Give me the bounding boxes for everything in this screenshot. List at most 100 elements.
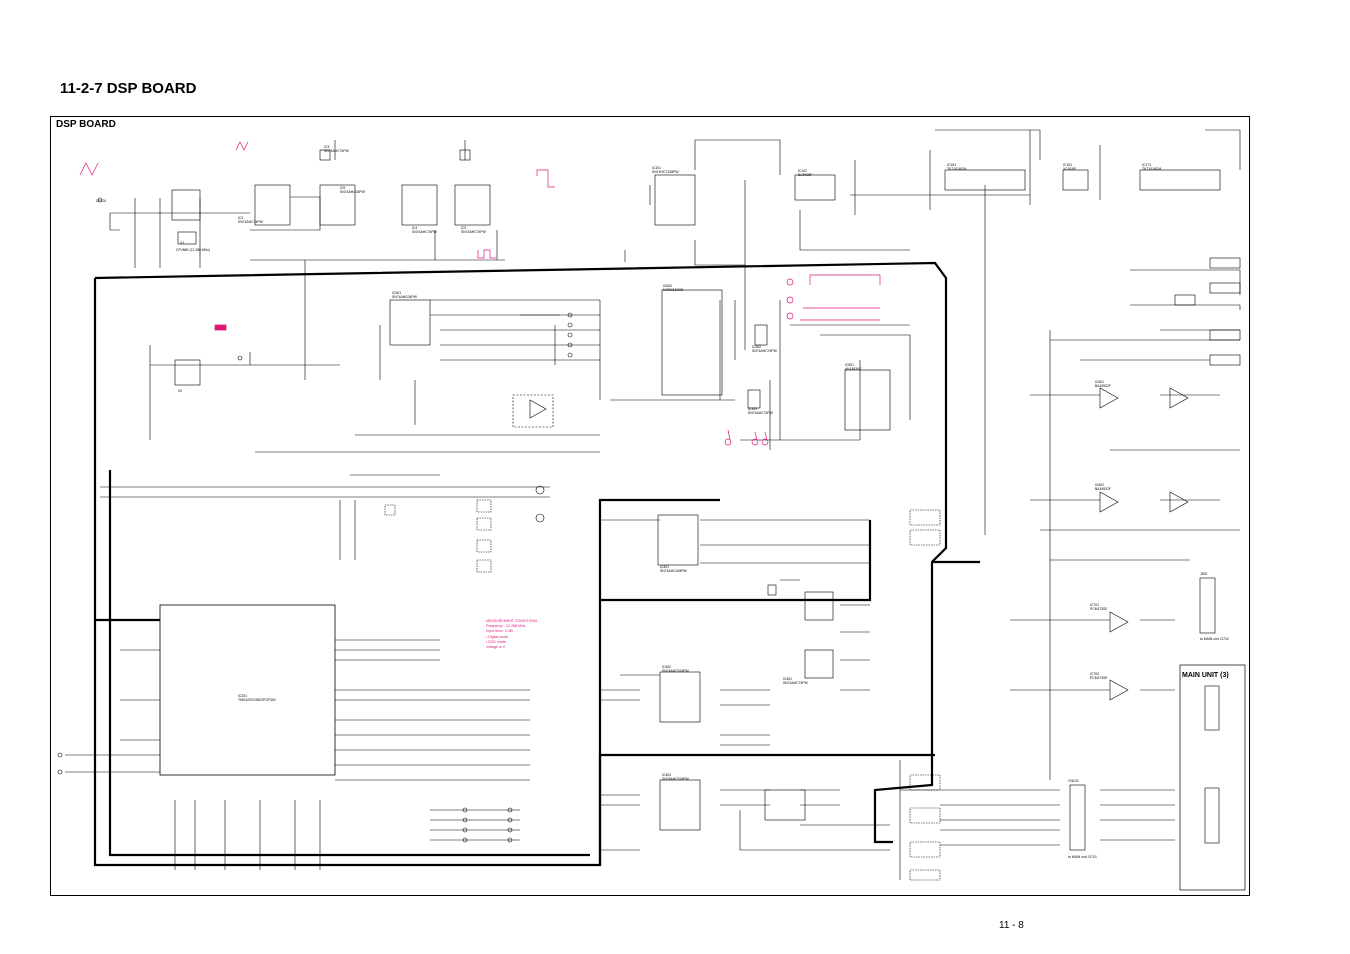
opamp-601a bbox=[1099, 387, 1119, 409]
tp-8 bbox=[462, 827, 468, 833]
label-ic151: IC151 bbox=[947, 163, 956, 167]
dsp-ic201 bbox=[159, 604, 336, 776]
ic-flipflop-ic4 bbox=[401, 184, 438, 226]
opamp-701 bbox=[1109, 611, 1129, 633]
ic301 bbox=[389, 299, 431, 346]
label-ic701-part: PCM1730E bbox=[1090, 607, 1108, 611]
measurement-line1: Frequency : 12.288 MHz bbox=[486, 624, 526, 628]
ic-flipflop-ic5 bbox=[319, 184, 356, 226]
pad-sw bbox=[1174, 294, 1196, 306]
label-ic601: IC601 bbox=[1095, 380, 1104, 384]
label-ic402-part: SN74AHC574PW bbox=[662, 669, 690, 673]
label-ic501-part: AK4363VF bbox=[845, 367, 861, 371]
tp-cp303 bbox=[57, 752, 63, 758]
opamp-601b bbox=[1169, 387, 1189, 409]
label-ic161-part: XC62AP bbox=[1063, 167, 1077, 171]
label-ic701: IC701 bbox=[1090, 603, 1099, 607]
pad-w504 bbox=[909, 529, 941, 546]
opamp-702 bbox=[1109, 679, 1129, 701]
label-ic171: IC171 bbox=[1142, 163, 1151, 167]
tp-13 bbox=[507, 837, 513, 843]
ic-small-3 bbox=[767, 584, 777, 596]
led-d302 bbox=[476, 499, 492, 513]
connector-j502 bbox=[1199, 577, 1216, 634]
ic501 bbox=[844, 369, 891, 431]
ic-pll bbox=[174, 359, 201, 386]
label-ic161: IC161 bbox=[1063, 163, 1072, 167]
label-dsp-ref: IC201 bbox=[238, 694, 247, 698]
measurement-line2: Input level : 0 dB bbox=[486, 629, 513, 633]
opamp-q201 bbox=[529, 399, 547, 419]
label-ic303: IC303 bbox=[748, 407, 757, 411]
label-ic1-part: SN74AHC74PW bbox=[238, 220, 264, 224]
measurement-title: MEASUREMENT CONDITIONS bbox=[486, 619, 538, 623]
tp-5 bbox=[567, 352, 573, 358]
connector-cn102 bbox=[1069, 784, 1086, 851]
tp-9 bbox=[462, 837, 468, 843]
tp-cp304 bbox=[57, 769, 63, 775]
label-ic501: IC501 bbox=[845, 363, 854, 367]
label-ic2-part: SN74AHC74PW bbox=[461, 230, 487, 234]
label-ic600: IC600 bbox=[663, 284, 672, 288]
label-ic151-part: TK71018CM bbox=[947, 167, 966, 171]
ic600 bbox=[661, 289, 723, 396]
led-d305 bbox=[476, 559, 492, 573]
measurement-line3: • Digital mode bbox=[486, 635, 508, 639]
pad-w606 bbox=[909, 807, 941, 824]
label-ic403-part: SN74AHC574PW bbox=[662, 777, 690, 781]
pad-w4 bbox=[1209, 329, 1241, 341]
main-bus-outline bbox=[93, 261, 980, 867]
page-number: 11 - 8 bbox=[999, 920, 1024, 931]
label-ic601-part: BA15532F bbox=[1095, 384, 1111, 388]
tp-cp102 bbox=[237, 355, 243, 361]
label-ic1: IC1 bbox=[238, 216, 243, 220]
pad-w3 bbox=[1209, 282, 1241, 294]
ic302-small bbox=[754, 324, 768, 346]
transistor-q1 bbox=[535, 485, 545, 495]
label-ic403: IC403 bbox=[662, 773, 671, 777]
ic102 bbox=[794, 174, 836, 201]
led-d304 bbox=[476, 539, 492, 553]
label-ic602-part: BA15532F bbox=[1095, 487, 1111, 491]
label-ic401-part: SN74AHC245PW bbox=[660, 569, 688, 573]
label-ic702-part: PCM1730E bbox=[1090, 676, 1108, 680]
ic-mux bbox=[764, 789, 806, 821]
main-unit-title: MAIN UNIT (3) bbox=[1182, 672, 1229, 679]
tp-10 bbox=[507, 807, 513, 813]
tp-7 bbox=[462, 817, 468, 823]
ic-small-2 bbox=[459, 149, 471, 161]
ic-small bbox=[319, 149, 331, 161]
opamp-602b bbox=[1169, 491, 1189, 513]
connector-main-1 bbox=[1204, 685, 1220, 731]
label-cn102: CN102 bbox=[1068, 779, 1079, 783]
label-ic2: IC2 bbox=[461, 226, 466, 230]
q201-box bbox=[512, 394, 554, 428]
measurement-line4: • DVD mode bbox=[486, 640, 506, 644]
tp-cp101 bbox=[97, 197, 103, 203]
label-ic602: IC602 bbox=[1095, 483, 1104, 487]
label-ic451-part: SN74AHC74PW bbox=[783, 681, 809, 685]
ic161 bbox=[1062, 169, 1089, 191]
label-ic3: IC3 bbox=[324, 145, 329, 149]
ic402 bbox=[659, 671, 701, 723]
label-ic301: IC301 bbox=[392, 291, 401, 295]
label-j502-note: to MAIN unit J1702 bbox=[1200, 637, 1229, 641]
pad-w602 bbox=[909, 869, 941, 881]
board-title: DSP BOARD bbox=[56, 119, 116, 130]
connector-main-2 bbox=[1204, 787, 1220, 844]
tp-12 bbox=[507, 827, 513, 833]
label-ic5-part: SN74AHC04PW bbox=[340, 190, 366, 194]
ic151 bbox=[944, 169, 1026, 191]
label-ic401: IC401 bbox=[660, 565, 669, 569]
schematic-labels: CP101 X1 CFV860 (12.288 MHz) X2 IC1 SN74… bbox=[96, 145, 1229, 859]
page-heading: 11-2-7 DSP BOARD bbox=[60, 80, 197, 97]
main-unit-box bbox=[1179, 664, 1246, 891]
tp-11 bbox=[507, 817, 513, 823]
ic-flipflop-ic1 bbox=[254, 184, 291, 226]
label-x1: X1 bbox=[180, 241, 184, 245]
waveform-annotations bbox=[79, 141, 881, 441]
ic101 bbox=[654, 174, 696, 226]
ic-flipflop-ic3 bbox=[454, 184, 491, 226]
label-x2: X2 bbox=[178, 389, 182, 393]
